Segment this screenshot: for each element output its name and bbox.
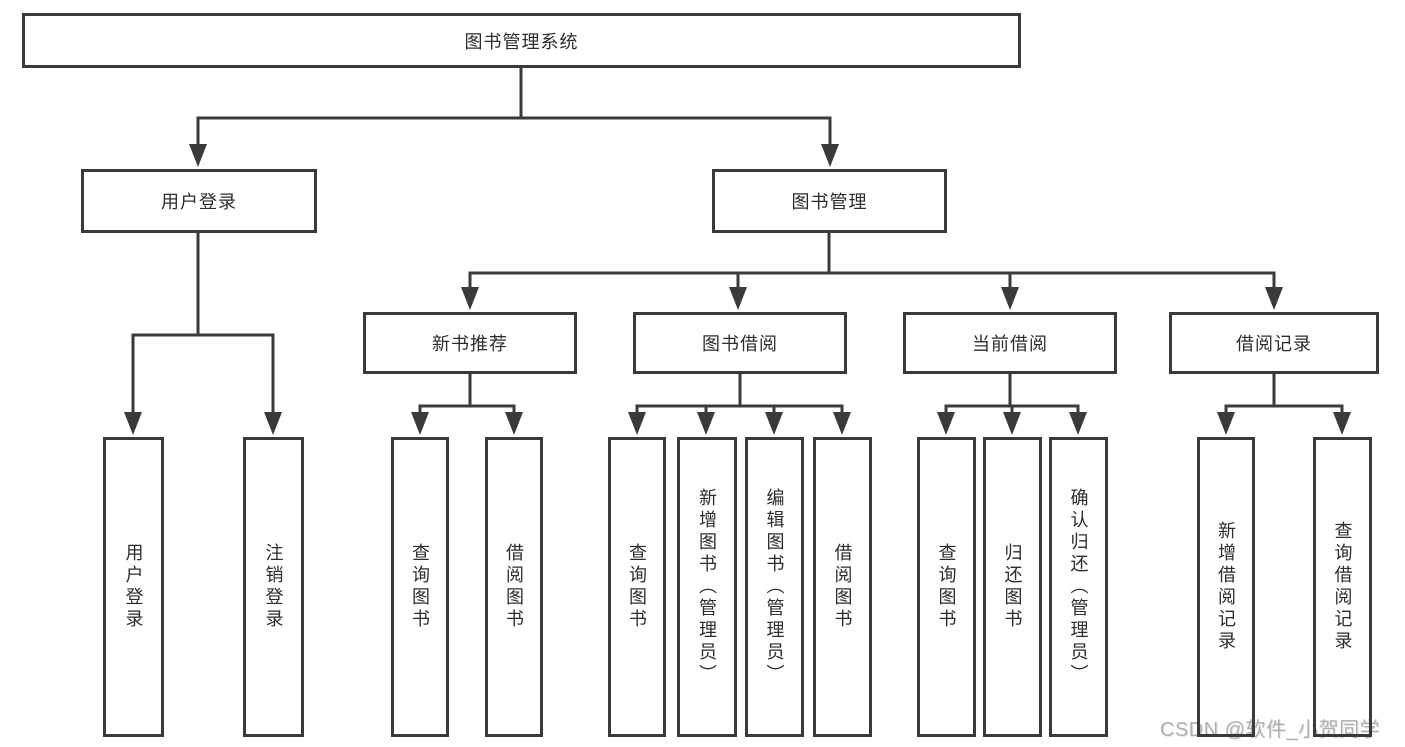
leaf-borrow-book-recommend: 借阅图书 (485, 437, 543, 737)
arrowhead (765, 412, 783, 435)
leaf-user-login-label: 用户登录 (123, 543, 144, 631)
node-current-borrow-label: 当前借阅 (972, 334, 1048, 354)
leaf-add-book-admin: 新增图书（管理员） (677, 437, 737, 737)
node-book-borrow: 图书借阅 (633, 312, 847, 374)
node-new-book-recommend-label: 新书推荐 (432, 334, 508, 354)
connector-records-to-leaves (1224, 372, 1344, 416)
arrowhead (189, 144, 207, 167)
arrowhead (937, 412, 955, 435)
leaf-return-book: 归还图书 (983, 437, 1042, 737)
leaf-add-borrow-record-label: 新增借阅记录 (1216, 521, 1236, 653)
leaf-confirm-return-admin: 确认归还（管理员） (1049, 437, 1108, 737)
node-system-label: 图书管理系统 (464, 31, 579, 52)
arrowhead (505, 412, 523, 435)
node-user-login-label: 用户登录 (161, 192, 237, 212)
leaf-query-book-recommend: 查询图书 (391, 437, 449, 737)
arrowhead (833, 412, 851, 435)
arrowhead (821, 144, 839, 167)
arrowhead (1333, 412, 1351, 435)
leaf-logout-label: 注销登录 (263, 543, 284, 631)
leaf-query-book-current: 查询图书 (917, 437, 976, 737)
node-current-borrow: 当前借阅 (903, 312, 1117, 374)
node-user-login: 用户登录 (81, 169, 317, 233)
node-new-book-recommend: 新书推荐 (363, 312, 577, 374)
arrowhead (124, 412, 142, 435)
leaf-borrow-book-recommend-label: 借阅图书 (504, 543, 524, 631)
arrowhead (1069, 412, 1087, 435)
connector-system-to-level2 (196, 66, 832, 148)
arrowhead (729, 287, 747, 310)
arrowhead (628, 412, 646, 435)
arrowhead (1265, 287, 1283, 310)
connector-borrow-to-leaves (635, 372, 844, 416)
leaf-add-book-admin-label: 新增图书（管理员） (697, 488, 717, 686)
arrowhead (461, 287, 479, 310)
node-book-borrow-label: 图书借阅 (702, 334, 778, 354)
arrowhead (1217, 412, 1235, 435)
leaf-borrow-book: 借阅图书 (813, 437, 872, 737)
connector-current-to-leaves (944, 372, 1080, 416)
leaf-add-borrow-record: 新增借阅记录 (1197, 437, 1255, 737)
connector-recommend-to-leaves (418, 372, 516, 416)
leaf-confirm-return-admin-label: 确认归还（管理员） (1068, 488, 1089, 686)
connector-bookmgmt-to-level3 (468, 231, 1276, 292)
node-system: 图书管理系统 (22, 13, 1021, 68)
arrowhead (697, 412, 715, 435)
leaf-return-book-label: 归还图书 (1002, 543, 1023, 631)
node-book-management-label: 图书管理 (791, 192, 868, 212)
leaf-query-book-borrow: 查询图书 (608, 437, 666, 737)
leaf-query-borrow-record-label: 查询借阅记录 (1332, 521, 1353, 653)
node-book-management: 图书管理 (712, 169, 947, 233)
arrowhead (1003, 412, 1021, 435)
leaf-logout: 注销登录 (243, 437, 304, 737)
leaf-edit-book-admin: 编辑图书（管理员） (745, 437, 804, 737)
leaf-edit-book-admin-label: 编辑图书（管理员） (764, 488, 785, 686)
arrowhead (411, 412, 429, 435)
leaf-query-book-recommend-label: 查询图书 (410, 543, 430, 631)
leaf-query-book-borrow-label: 查询图书 (627, 543, 647, 631)
node-borrow-records: 借阅记录 (1169, 312, 1379, 374)
arrowhead (1001, 287, 1019, 310)
leaf-user-login: 用户登录 (103, 437, 164, 737)
node-borrow-records-label: 借阅记录 (1236, 334, 1312, 354)
leaf-borrow-book-label: 借阅图书 (832, 543, 853, 631)
leaf-query-book-current-label: 查询图书 (936, 543, 957, 631)
connector-userlogin-to-leaves (131, 231, 275, 416)
arrowhead (264, 412, 282, 435)
leaf-query-borrow-record: 查询借阅记录 (1313, 437, 1372, 737)
